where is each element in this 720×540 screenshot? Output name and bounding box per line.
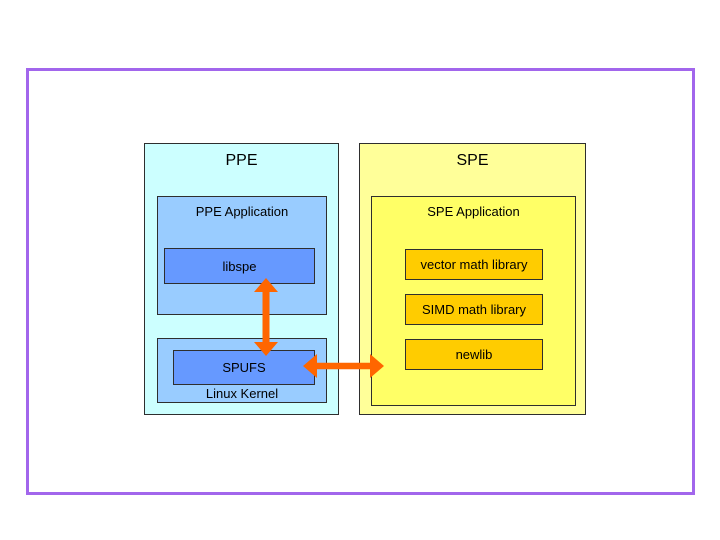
spufs-box: SPUFS (173, 350, 315, 385)
vector-math-library-label: vector math library (420, 257, 528, 272)
spufs-label: SPUFS (222, 360, 266, 375)
slide-border-frame (26, 68, 695, 495)
newlib-label: newlib (455, 347, 493, 362)
ppe-box: PPE PPE Application libspe SPUFS Linux K… (144, 143, 339, 415)
spe-box: SPE SPE Application vector math library … (359, 143, 586, 415)
newlib-box: newlib (405, 339, 543, 370)
libspe-label: libspe (222, 258, 257, 274)
linux-kernel-box: SPUFS Linux Kernel (157, 338, 327, 403)
spe-title: SPE (456, 152, 489, 169)
spe-application-box: SPE Application vector math library SIMD… (371, 196, 576, 406)
ppe-application-box: PPE Application libspe (157, 196, 327, 315)
spe-application-title: SPE Application (427, 204, 520, 219)
simd-math-library-box: SIMD math library (405, 294, 543, 325)
libspe-box: libspe (164, 248, 315, 284)
ppe-application-title: PPE Application (195, 204, 289, 219)
linux-kernel-label: Linux Kernel (205, 386, 279, 401)
simd-math-library-label: SIMD math library (421, 302, 527, 317)
ppe-title: PPE (225, 152, 258, 169)
vector-math-library-box: vector math library (405, 249, 543, 280)
